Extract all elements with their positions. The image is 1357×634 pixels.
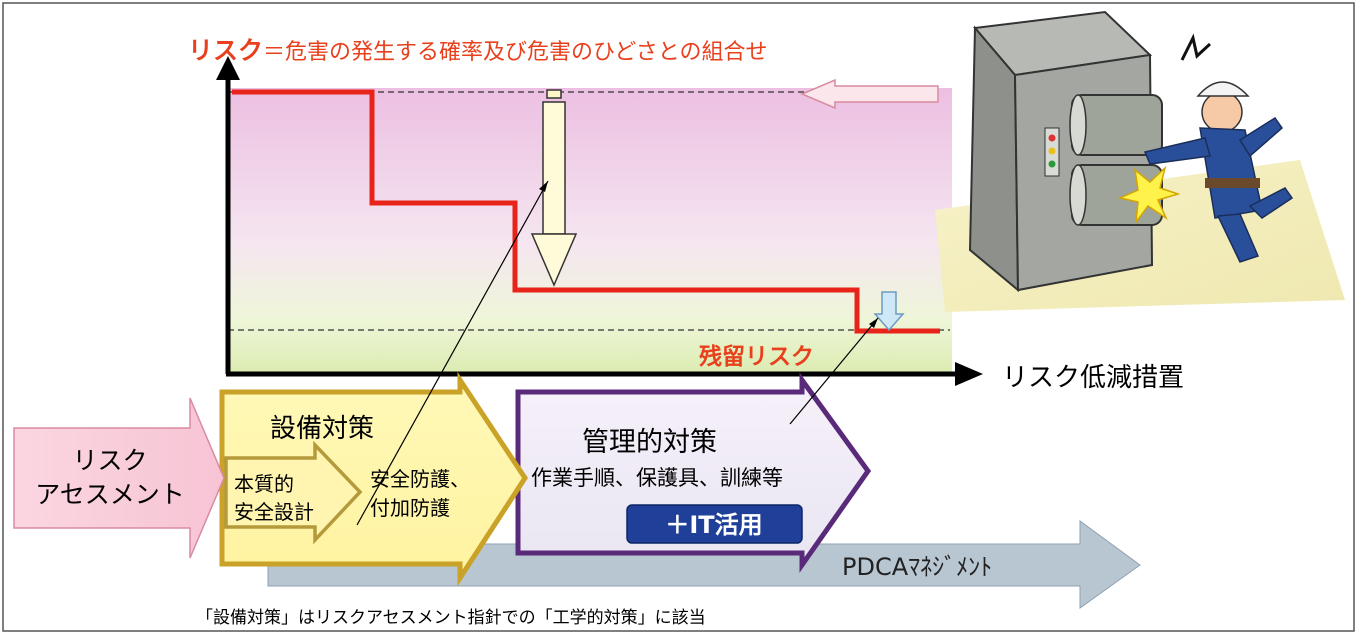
management-title: 管理的対策	[582, 427, 717, 458]
protection-line1: 安全防護、	[370, 467, 470, 491]
x-axis-label: リスク低減措置	[1002, 363, 1184, 393]
risk-area-background	[228, 88, 952, 372]
risk-assessment-arrow: リスク アセスメント	[13, 397, 225, 559]
chart-title: リスク＝危害の発生する確率及び危害のひどさとの組合せ	[188, 36, 767, 65]
management-pointer-head-icon	[869, 318, 878, 328]
footnote: 「設備対策」はリスクアセスメント指針での「工学的対策」に該当	[196, 608, 706, 628]
management-subtitle: 作業手順、保護具、訓練等	[531, 466, 783, 490]
x-axis-arrowhead-icon	[955, 362, 983, 386]
inherent-safety-arrow: 本質的 安全設計	[224, 440, 363, 545]
risk-assessment-line2: アセスメント	[35, 480, 185, 509]
inherent-line1: 本質的	[234, 472, 294, 496]
it-badge-label: ＋IT活用	[665, 511, 762, 539]
facility-pointer-line	[356, 180, 549, 526]
risk-level-step-line	[232, 89, 940, 334]
management-pointer-line	[789, 317, 879, 425]
facility-measures-title: 設備対策	[270, 414, 374, 444]
it-badge	[626, 504, 803, 544]
small-down-arrow-icon	[873, 291, 905, 332]
left-arrow-icon	[800, 78, 939, 110]
risk-assessment-line1: リスク	[72, 446, 147, 475]
protection-line2: 付加防護	[370, 496, 450, 520]
management-measures-arrow: 管理的対策 作業手順、保護具、訓練等 ＋IT活用	[515, 372, 872, 573]
inherent-line2: 安全設計	[234, 500, 314, 524]
machine-accident-illustration-icon	[935, 10, 1345, 312]
residual-risk-label: 残留リスク	[699, 343, 814, 370]
y-axis-arrowhead-icon	[216, 56, 240, 80]
pdca-arrow: PDCAﾏﾈｼﾞﾒﾝﾄ	[267, 520, 1141, 609]
facility-pointer-head-icon	[539, 181, 548, 192]
large-down-arrow-icon	[530, 89, 578, 287]
pdca-label: PDCAﾏﾈｼﾞﾒﾝﾄ	[842, 553, 992, 581]
